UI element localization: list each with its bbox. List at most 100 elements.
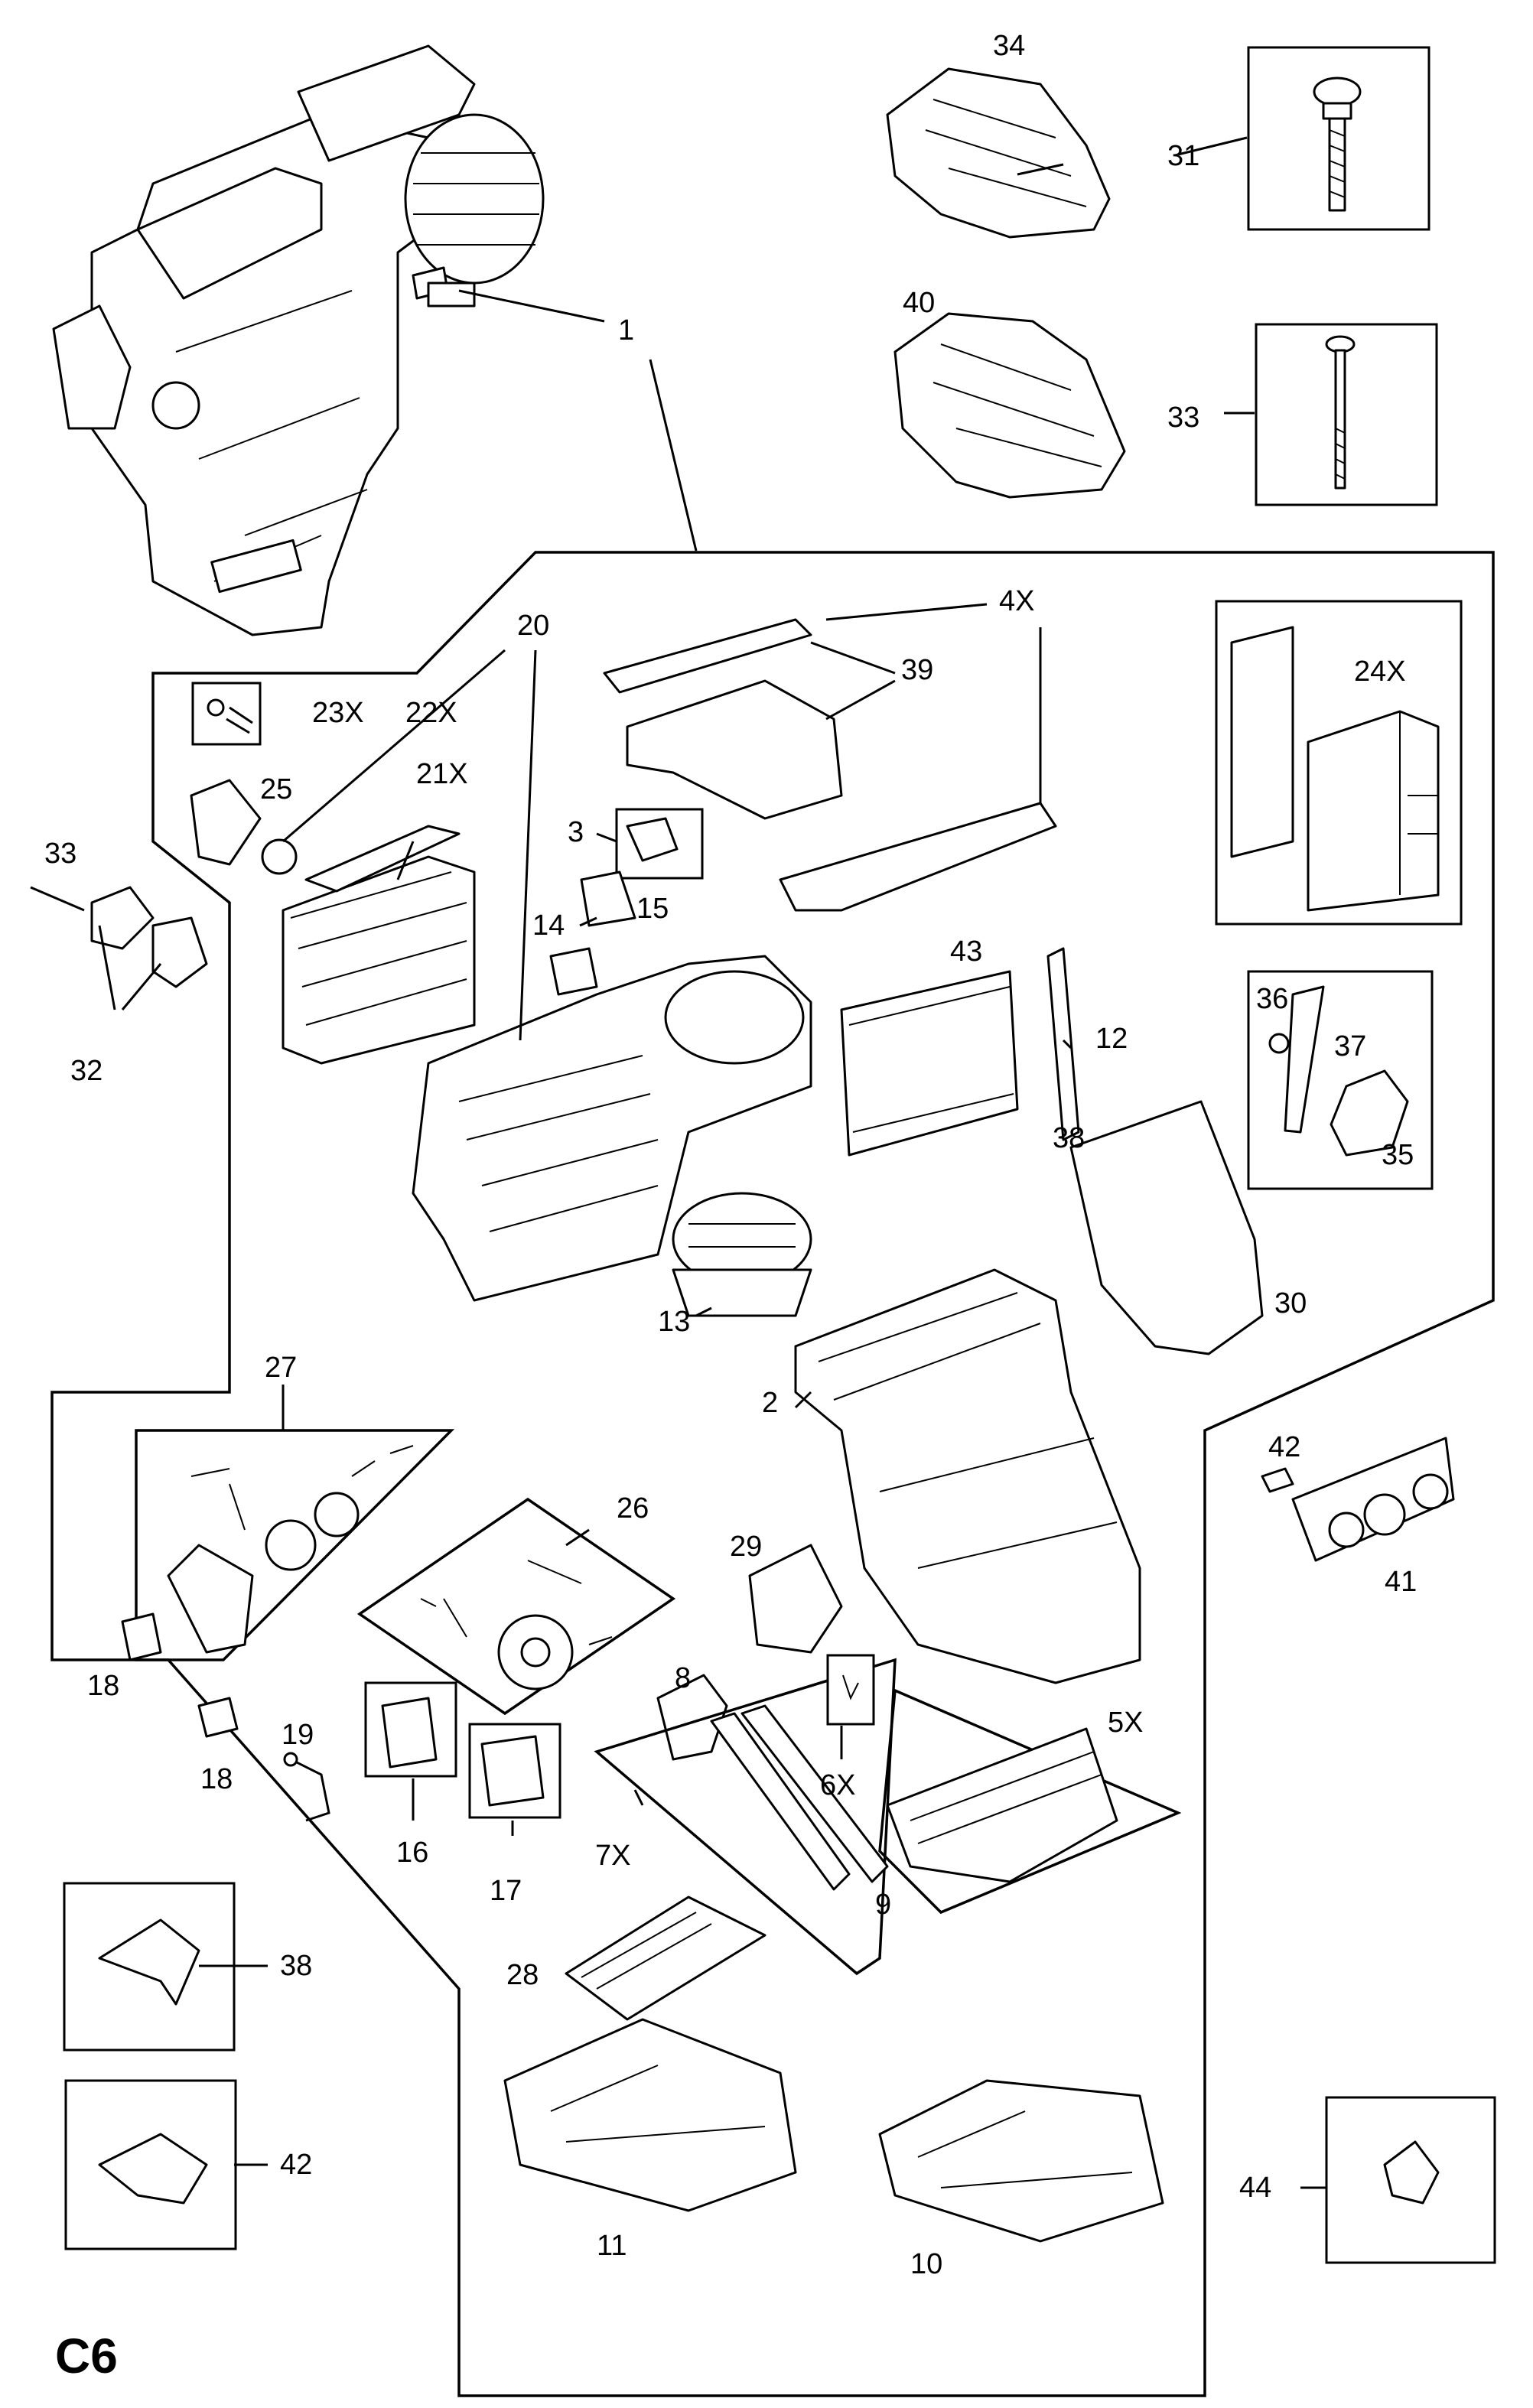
- lower-housing-part-2: [794, 1268, 1141, 1684]
- filter-part-24x: [1230, 626, 1440, 912]
- resistor-part-14: [549, 947, 598, 996]
- inset-box-35-37: [1247, 970, 1434, 1190]
- evaporator-part-21x: [261, 825, 476, 1065]
- lower-case-part-11: [503, 2018, 797, 2212]
- duct-part-40: [893, 312, 1126, 499]
- clip-part-42: [1261, 1467, 1294, 1493]
- heater-housing-part-20: [412, 955, 812, 1302]
- label-8: 8: [675, 1662, 691, 1694]
- label-4x: 4X: [999, 585, 1034, 617]
- lower-case-part-10: [878, 2079, 1164, 2243]
- label-30: 30: [1274, 1287, 1307, 1320]
- linkage-group-26-outline: [356, 1497, 676, 1716]
- label-21x: 21X: [416, 758, 468, 790]
- label-26: 26: [617, 1492, 649, 1525]
- label-36: 36: [1256, 983, 1288, 1015]
- bolt-part-33: [1325, 335, 1356, 490]
- actuator-part-17: [480, 1735, 545, 1807]
- actuator-part-18b: [197, 1697, 239, 1738]
- label-33: 33: [1167, 402, 1199, 434]
- sensor-part-32: [30, 886, 208, 988]
- label-32: 32: [70, 1055, 103, 1087]
- label-19: 19: [282, 1719, 314, 1751]
- seal-part-8: [656, 1674, 728, 1761]
- resistor-part-15: [580, 870, 636, 927]
- blower-motor-part-13: [672, 1192, 812, 1317]
- linkage-part-27: [167, 1445, 414, 1654]
- label-31: 31: [1167, 140, 1199, 172]
- leader-lines: [98, 136, 1326, 2189]
- label-38-inset: 38: [280, 1950, 312, 1982]
- label-22x: 22X: [405, 697, 457, 729]
- label-37: 37: [1334, 1030, 1366, 1062]
- label-13: 13: [658, 1306, 690, 1338]
- label-44: 44: [1239, 2172, 1271, 2204]
- actuator-part-18a: [121, 1612, 162, 1661]
- resistor-box-3: [615, 808, 704, 880]
- seal-part-12: [1046, 947, 1080, 1141]
- heater-core-part-28: [565, 1895, 766, 2021]
- duct-part-34: [886, 67, 1111, 239]
- heater-core-part-5x: [886, 1727, 1118, 1883]
- control-panel-part-41: [1291, 1437, 1455, 1562]
- label-29: 29: [730, 1531, 762, 1563]
- label-38: 38: [1053, 1122, 1085, 1154]
- bracket-part-42: [98, 2133, 208, 2205]
- pipe-part-7x: [710, 1704, 889, 1891]
- diagram-code: C6: [55, 2328, 118, 2384]
- inset-box-23x: [191, 682, 262, 746]
- clip-part-6x: [842, 1674, 859, 1700]
- pad-part-25: [190, 779, 262, 866]
- label-1: 1: [618, 314, 634, 347]
- label-39: 39: [901, 654, 933, 686]
- label-42-inset: 42: [280, 2149, 312, 2181]
- label-11: 11: [597, 2230, 627, 2262]
- clip-part-44: [1383, 2140, 1440, 2205]
- label-6x: 6X: [820, 1769, 855, 1801]
- label-40: 40: [903, 287, 935, 319]
- label-15: 15: [636, 893, 669, 925]
- label-27: 27: [265, 1352, 297, 1384]
- label-3: 3: [568, 816, 584, 848]
- label-2: 2: [762, 1387, 778, 1419]
- label-42: 42: [1268, 1431, 1300, 1463]
- actuator-part-16: [381, 1697, 438, 1769]
- inset-box-6x: [826, 1654, 875, 1726]
- heater-assembly-part-1: [52, 44, 545, 636]
- label-41: 41: [1385, 1566, 1417, 1598]
- part-labels: 34 31 1 40 33 4X 20 39 24X 23X 22X 21X 2…: [44, 30, 1417, 2384]
- inset-box-33: [1255, 323, 1438, 506]
- assembly-group-outline: [50, 551, 1495, 2397]
- label-12: 12: [1095, 1023, 1128, 1055]
- label-16: 16: [396, 1837, 428, 1869]
- label-28: 28: [506, 1959, 539, 1991]
- linkage-group-27-outline: [135, 1429, 455, 1661]
- label-14: 14: [532, 910, 565, 942]
- label-18: 18: [87, 1670, 119, 1702]
- duct-part-39: [603, 618, 1057, 912]
- o-ring-part-23x: [207, 698, 253, 734]
- pipes-group-7x-outline: [594, 1658, 897, 1976]
- linkage-part-26: [420, 1560, 613, 1690]
- label-17: 17: [490, 1875, 522, 1907]
- actuator-part-35: [1268, 985, 1409, 1157]
- label-23x: 23X: [312, 697, 364, 729]
- label-25: 25: [260, 773, 292, 805]
- label-18-second: 18: [200, 1763, 233, 1795]
- label-9: 9: [875, 1889, 891, 1921]
- duct-part-30: [1069, 1100, 1264, 1355]
- heater-core-part-43: [840, 970, 1019, 1157]
- label-43: 43: [950, 936, 982, 968]
- label-7x: 7X: [595, 1840, 630, 1872]
- label-33-left: 33: [44, 838, 76, 870]
- screw-part-31: [1313, 76, 1362, 212]
- label-5x: 5X: [1108, 1707, 1143, 1739]
- clip-part-38: [98, 1918, 200, 2006]
- flap-part-29: [748, 1544, 843, 1654]
- sensor-part-19: [283, 1752, 330, 1822]
- label-24x: 24X: [1354, 656, 1406, 688]
- label-34: 34: [993, 30, 1025, 62]
- label-35: 35: [1382, 1139, 1414, 1171]
- label-10: 10: [910, 2248, 942, 2280]
